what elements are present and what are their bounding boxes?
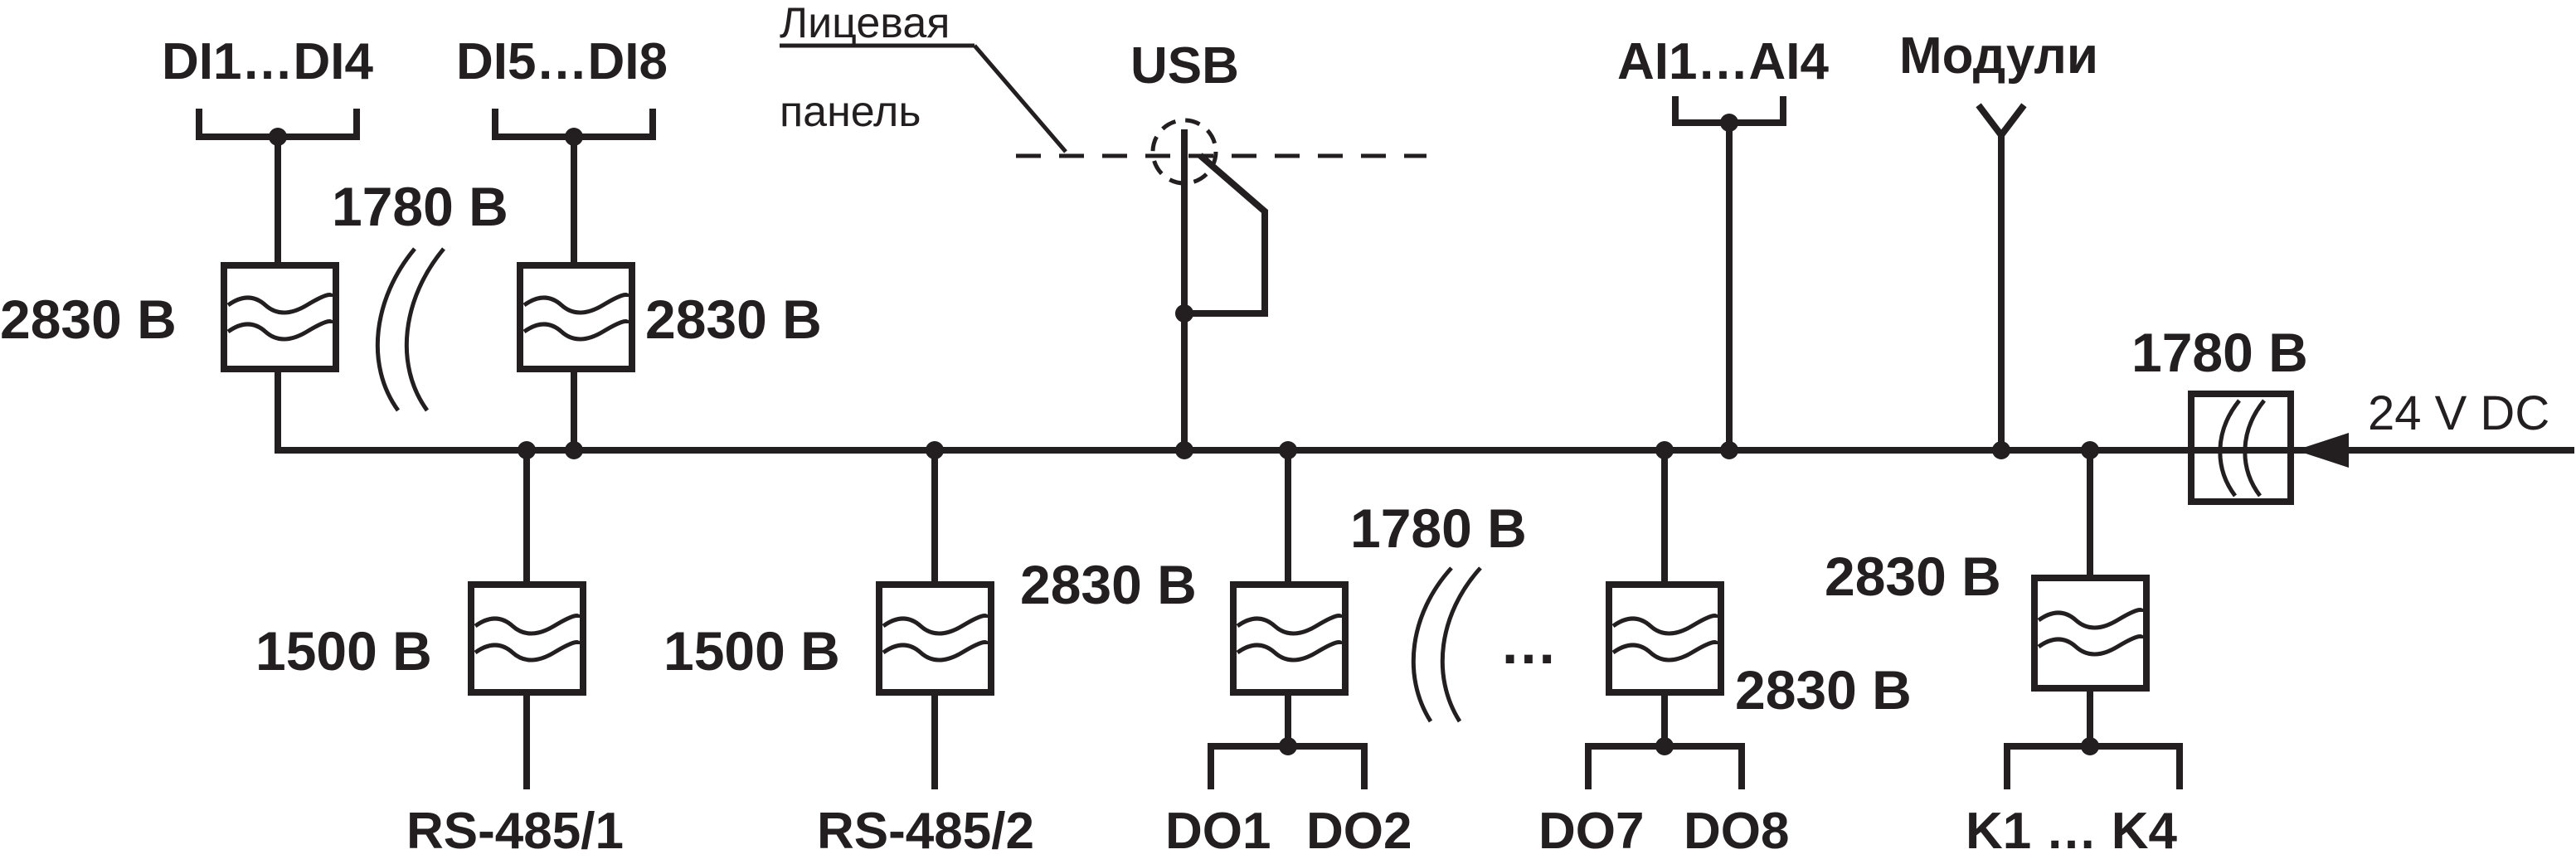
label-v-do-left: 2830 В <box>1020 554 1197 615</box>
label-v-do-right: 2830 В <box>1735 659 1912 721</box>
di1-di4-branch <box>196 109 360 454</box>
modules-branch <box>1976 103 2027 459</box>
label-v-di-between: 1780 В <box>332 176 508 237</box>
label-front-panel-1: Лицевая <box>780 0 950 47</box>
power-arrow-icon <box>2296 433 2349 468</box>
label-v-k: 2830 В <box>1825 546 2001 607</box>
rs485-2-isolator <box>876 581 994 696</box>
label-di1-di4: DI1…DI4 <box>162 33 373 90</box>
label-do1: DO1 <box>1165 803 1271 860</box>
di-isolation-gap <box>375 247 445 412</box>
label-v-rs485-1: 1500 В <box>255 620 432 682</box>
do1-do2-branch <box>1208 441 1368 789</box>
label-rs485-2: RS-485/2 <box>817 803 1034 860</box>
label-ellipsis: … <box>1499 611 1558 676</box>
di5-di8-isolator <box>517 262 635 372</box>
rs485-1-branch <box>468 441 586 789</box>
usb-branch <box>1150 118 1268 459</box>
power-input-branch <box>2188 391 2574 505</box>
k1-k4-branch <box>2004 441 2183 789</box>
label-do8: DO8 <box>1684 803 1789 860</box>
rs485-2-branch <box>876 441 994 789</box>
label-do7: DO7 <box>1538 803 1644 860</box>
do7-do8-branch <box>1585 441 1745 789</box>
label-ai1-ai4: AI1…AI4 <box>1617 33 1829 90</box>
do7-do8-isolator <box>1606 581 1724 696</box>
label-v-power: 1780 В <box>2131 322 2308 383</box>
rs485-1-isolator <box>468 581 586 696</box>
label-di5-di8: DI5…DI8 <box>456 33 668 90</box>
label-v-do-between: 1780 В <box>1350 498 1527 559</box>
do1-do2-isolator <box>1230 581 1349 696</box>
ai1-ai4-branch <box>1672 96 1786 459</box>
label-v-di-left: 2830 В <box>0 289 177 350</box>
label-do2: DO2 <box>1306 803 1412 860</box>
label-front-panel-2: панель <box>780 88 921 136</box>
label-v-di-right: 2830 В <box>645 289 822 350</box>
label-k1-k4: K1 … K4 <box>1966 803 2177 860</box>
label-usb: USB <box>1130 37 1239 95</box>
label-rs485-1: RS-485/1 <box>406 803 624 860</box>
do-isolation-gap <box>1411 566 1482 723</box>
usb-connector-icon <box>1150 118 1218 186</box>
label-modules: Модули <box>1899 27 2098 85</box>
label-v-rs485-2: 1500 В <box>663 620 840 682</box>
k1-k4-isolator <box>2031 575 2150 692</box>
label-power-input: 24 V DC <box>2368 386 2549 440</box>
di1-di4-isolator <box>221 262 339 372</box>
front-panel-line <box>780 43 1427 158</box>
di5-di8-branch <box>492 109 656 459</box>
